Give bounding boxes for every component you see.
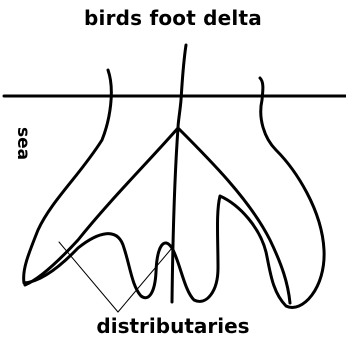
main-river-channel xyxy=(178,45,186,128)
distributaries-label: distributaries xyxy=(0,314,346,338)
distributary-middle xyxy=(172,128,178,302)
distributary-right xyxy=(178,128,290,303)
pointer-line-left xyxy=(59,242,118,312)
sea-label: sea xyxy=(13,127,33,160)
distributary-left xyxy=(25,128,178,285)
